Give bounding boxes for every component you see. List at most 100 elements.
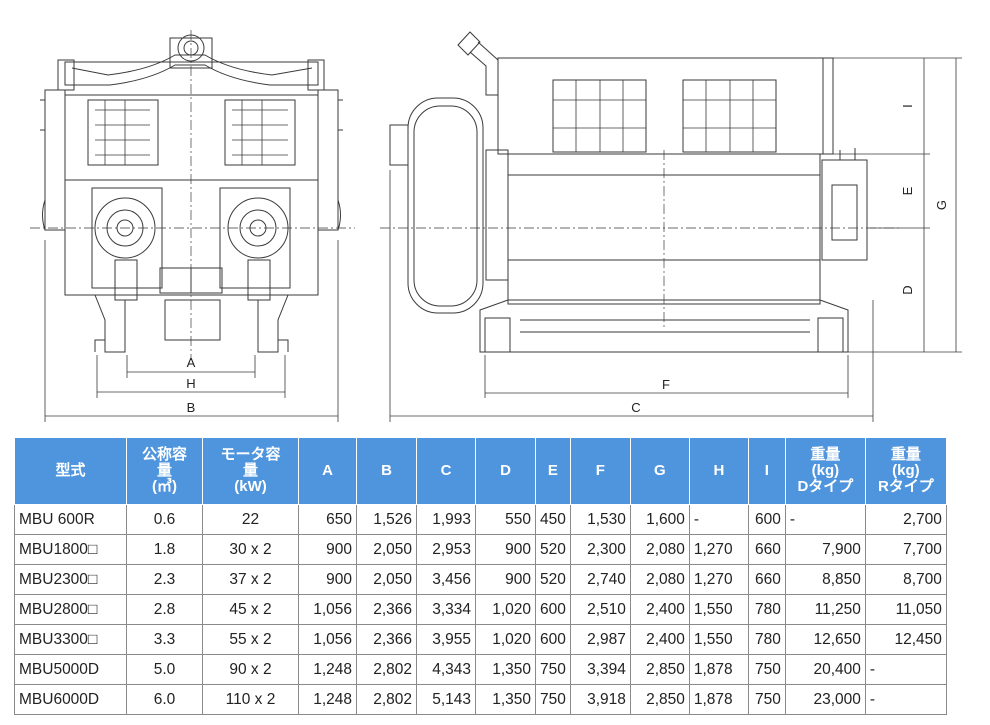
cell-g: 2,850: [629, 654, 690, 685]
cell-h: 1,550: [688, 624, 749, 655]
col-header-i: I: [747, 437, 786, 505]
cell-e: 750: [535, 654, 571, 685]
cell-d: 1,020: [475, 594, 536, 625]
dim-label-f: F: [662, 377, 670, 392]
cell-motor: 30 x 2: [202, 534, 299, 565]
cell-a: 1,056: [298, 624, 357, 655]
cell-f: 1,530: [569, 504, 631, 535]
dim-label-h: H: [186, 376, 195, 391]
cell-h: 1,270: [688, 564, 749, 595]
cell-f: 3,394: [569, 654, 631, 685]
col-header-model: 型式: [14, 437, 127, 505]
cell-f: 2,300: [569, 534, 631, 565]
cell-a: 1,248: [298, 654, 357, 685]
cell-c: 5,143: [416, 684, 476, 715]
cell-model: MBU3300□: [14, 624, 127, 655]
cell-g: 2,400: [629, 594, 690, 625]
cell-g: 2,080: [629, 534, 690, 565]
cell-weight-d: 11,250: [784, 594, 866, 625]
cell-weight-d: 20,400: [784, 654, 866, 685]
cell-model: MBU1800□: [14, 534, 127, 565]
cell-motor: 45 x 2: [202, 594, 299, 625]
technical-drawing: A H B F C I E D G: [30, 30, 962, 422]
cell-weight-d: 7,900: [784, 534, 866, 565]
col-header-c: C: [416, 437, 476, 505]
col-header-h: H: [688, 437, 749, 505]
cell-b: 2,050: [356, 534, 417, 565]
cell-capacity: 1.8: [126, 534, 203, 565]
cell-capacity: 0.6: [126, 504, 203, 535]
cell-model: MBU5000D: [14, 654, 127, 685]
cell-model: MBU2800□: [14, 594, 127, 625]
side-view: [380, 31, 962, 422]
col-header-a: A: [298, 437, 357, 505]
cell-g: 1,600: [629, 504, 690, 535]
col-header-g: G: [629, 437, 690, 505]
col-header-weight-r: 重量 (kg) Rタイプ: [864, 437, 947, 505]
cell-motor: 55 x 2: [202, 624, 299, 655]
cell-model: MBU 600R: [14, 504, 127, 535]
cell-e: 520: [535, 534, 571, 565]
cell-c: 4,343: [416, 654, 476, 685]
cell-capacity: 2.8: [126, 594, 203, 625]
cell-d: 900: [475, 534, 536, 565]
cell-h: -: [688, 504, 749, 535]
cell-d: 900: [475, 564, 536, 595]
dim-label-d: D: [900, 285, 915, 294]
col-header-f: F: [569, 437, 631, 505]
cell-weight-r: 8,700: [864, 564, 947, 595]
cell-b: 1,526: [356, 504, 417, 535]
cell-model: MBU2300□: [14, 564, 127, 595]
cell-capacity: 3.3: [126, 624, 203, 655]
cell-c: 1,993: [416, 504, 476, 535]
cell-a: 900: [298, 534, 357, 565]
dim-label-i: I: [900, 104, 915, 108]
cell-e: 750: [535, 684, 571, 715]
cell-i: 660: [747, 534, 786, 565]
cell-i: 750: [747, 684, 786, 715]
cell-h: 1,550: [688, 594, 749, 625]
cell-e: 600: [535, 594, 571, 625]
cell-weight-r: -: [864, 654, 947, 685]
col-header-e: E: [535, 437, 571, 505]
spec-table-header: 型式 公称容 量 (㎥) モータ容 量 (kW) A B C D E F G H…: [14, 437, 947, 505]
cell-g: 2,850: [629, 684, 690, 715]
dim-label-e: E: [900, 186, 915, 195]
cell-f: 2,740: [569, 564, 631, 595]
cell-e: 520: [535, 564, 571, 595]
cell-model: MBU6000D: [14, 684, 127, 715]
cell-b: 2,050: [356, 564, 417, 595]
front-view: [30, 30, 355, 422]
cell-c: 3,955: [416, 624, 476, 655]
cell-h: 1,878: [688, 654, 749, 685]
cell-d: 550: [475, 504, 536, 535]
col-header-weight-d: 重量 (kg) Dタイプ: [784, 437, 866, 505]
cell-motor: 90 x 2: [202, 654, 299, 685]
cell-i: 750: [747, 654, 786, 685]
spec-table: 型式 公称容 量 (㎥) モータ容 量 (kW) A B C D E F G H…: [14, 437, 947, 715]
cell-h: 1,270: [688, 534, 749, 565]
cell-capacity: 5.0: [126, 654, 203, 685]
cell-weight-r: 12,450: [864, 624, 947, 655]
cell-capacity: 6.0: [126, 684, 203, 715]
cell-d: 1,350: [475, 654, 536, 685]
cell-f: 2,510: [569, 594, 631, 625]
cell-h: 1,878: [688, 684, 749, 715]
cell-e: 600: [535, 624, 571, 655]
cell-b: 2,366: [356, 594, 417, 625]
cell-g: 2,080: [629, 564, 690, 595]
cell-c: 3,456: [416, 564, 476, 595]
cell-weight-d: -: [784, 504, 866, 535]
cell-weight-d: 23,000: [784, 684, 866, 715]
cell-motor: 110 x 2: [202, 684, 299, 715]
dim-label-c: C: [631, 400, 640, 415]
cell-weight-r: 11,050: [864, 594, 947, 625]
cell-weight-d: 8,850: [784, 564, 866, 595]
